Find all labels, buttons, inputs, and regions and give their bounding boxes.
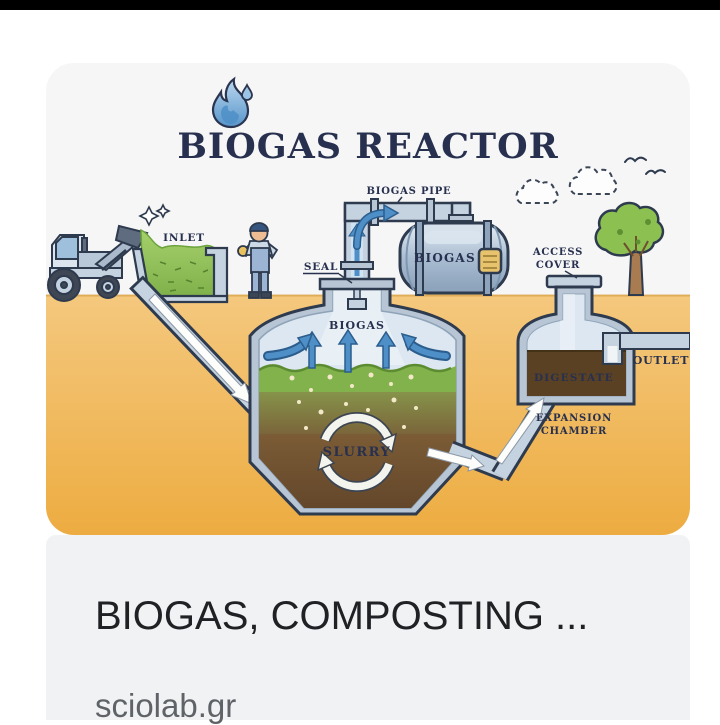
digester-biogas-label: BIOGAS	[329, 319, 385, 332]
biogas-pipe-label: BIOGAS PIPE	[367, 186, 452, 203]
inlet-label: INLET	[163, 232, 205, 244]
biogas-diagram-svg: BIOGAS REACTOR	[46, 76, 690, 535]
gas-side-arrows	[263, 332, 451, 361]
result-title[interactable]: BIOGAS, COMPOSTING ...	[95, 594, 589, 638]
green-waste	[140, 228, 219, 299]
image-result-card[interactable]: BIOGAS REACTOR	[46, 63, 690, 535]
storage-tank: BIOGAS	[398, 214, 510, 296]
tractor	[47, 224, 149, 302]
gas-riser-pipe	[340, 198, 472, 285]
seal-label: SEAL	[303, 261, 353, 284]
access-cover-label: ACCESS COVER	[532, 247, 583, 279]
clouds	[515, 166, 618, 204]
diagram-title: BIOGAS REACTOR	[177, 126, 558, 167]
svg-text:COVER: COVER	[536, 260, 580, 271]
result-info-panel: BIOGAS, COMPOSTING ... sciolab.gr	[46, 535, 690, 724]
seal-cap	[318, 277, 396, 310]
outlet-pipe	[602, 332, 690, 365]
sparkle-icon	[138, 203, 171, 227]
digester-out-arrow	[426, 447, 485, 472]
status-bar	[0, 0, 720, 10]
chamber-in-arrow	[495, 396, 545, 465]
tree	[594, 201, 665, 296]
worker	[237, 222, 279, 299]
svg-text:EXPANSION: EXPANSION	[536, 413, 612, 424]
svg-text:SEAL: SEAL	[304, 261, 338, 273]
gas-valve	[477, 247, 503, 275]
result-source[interactable]: sciolab.gr	[95, 687, 237, 724]
mixing-arrows	[316, 412, 398, 492]
svg-text:CHAMBER: CHAMBER	[541, 426, 607, 437]
tank-biogas-label: BIOGAS	[414, 251, 476, 265]
svg-text:ACCESS: ACCESS	[532, 247, 583, 258]
expansion-chamber: DIGESTATE	[516, 274, 636, 406]
expansion-chamber-label: EXPANSION CHAMBER	[536, 413, 612, 437]
outlet-label: OUTLET	[633, 354, 689, 367]
slurry-label: SLURRY	[323, 445, 392, 460]
digestate-label: DIGESTATE	[534, 372, 614, 384]
flame-icon	[211, 76, 253, 129]
birds-icon	[624, 156, 666, 175]
digester: BIOGAS SLURRY	[248, 279, 466, 516]
svg-text:BIOGAS PIPE: BIOGAS PIPE	[367, 186, 452, 197]
